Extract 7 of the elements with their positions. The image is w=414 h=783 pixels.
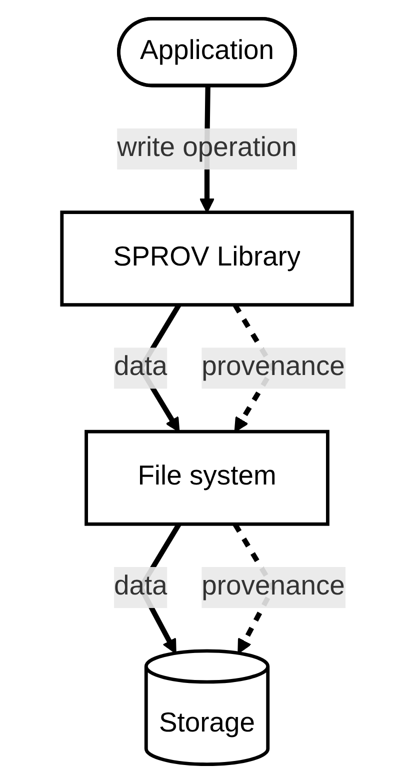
edge-label: data [114,572,168,602]
edge-label: provenance [202,572,345,602]
edge-label: write operation [117,133,297,163]
edge-label: data [114,352,168,382]
edge-label: provenance [202,352,345,382]
node-box: SPROV Library [60,210,354,307]
node-box: File system [84,430,330,526]
